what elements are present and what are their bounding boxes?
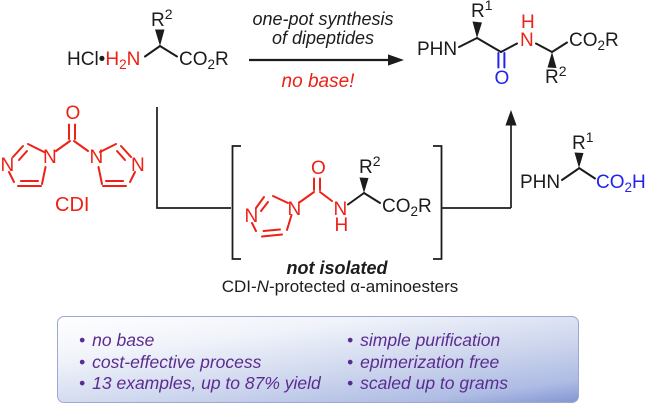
intermediate-black-bonds — [347, 192, 381, 206]
bracket-left — [231, 145, 241, 260]
intermediate-amide-n-label: N — [334, 199, 348, 220]
product-carbonyl-double-bond — [497, 52, 506, 69]
highlight-text: epimerization free — [360, 351, 500, 372]
arrow-caption-line1: one-pot synthesis — [252, 9, 393, 29]
highlight-item: • simple purification — [347, 330, 508, 352]
reaction-arrow: one-pot synthesis of dipeptides no base! — [249, 9, 404, 92]
product-amide-n-label: N — [520, 30, 534, 51]
highlight-item: • scaled up to grams — [347, 373, 508, 395]
product-carbonyl-o-label: O — [495, 68, 510, 89]
reagent-bonds — [561, 167, 596, 181]
highlight-text: cost-effective process — [92, 351, 262, 372]
bullet-glyph: • — [79, 373, 86, 393]
highlights-right-column: • simple purification • epimerization free… — [347, 330, 508, 395]
highlights-left-column: • no base • cost-effective process • 13 exa… — [79, 330, 321, 395]
reagent-phn-label: PHN — [520, 172, 560, 193]
highlight-item: • cost-effective process — [79, 352, 321, 374]
reactant-aminoester-salt: HCl•H2N R2 CO2R — [67, 6, 229, 72]
reactant-bonds — [144, 45, 178, 58]
connector-left — [156, 107, 231, 209]
intermediate-amide-h-label: H — [335, 215, 349, 236]
reagent-r1-label: R1 — [572, 129, 594, 154]
product-r2-label: R2 — [545, 63, 567, 88]
highlight-item: • 13 examples, up to 87% yield — [79, 373, 321, 395]
product-wedge-r1 — [472, 21, 482, 38]
bullet-glyph: • — [347, 351, 354, 372]
cdi-o-label: O — [66, 103, 81, 124]
intermediate-name-caption: CDI-N-protected α-aminoesters — [222, 277, 459, 296]
bracket-right — [433, 145, 443, 260]
cdi-n-inner-right-label: N — [90, 147, 104, 168]
intermediate-ester-label: CO2R — [382, 196, 432, 219]
cdi-n-outer-left-label: N — [1, 155, 15, 176]
bullet-glyph: • — [347, 373, 354, 393]
highlight-item: • no base — [79, 330, 321, 352]
cdi-label: CDI — [55, 194, 89, 216]
highlight-text: scaled up to grams — [360, 373, 508, 393]
arrow-caption-line2: of dipeptides — [272, 28, 374, 48]
no-base-note: no base! — [282, 71, 356, 92]
cdi-bonds — [8, 123, 136, 187]
product-ester-label: CO2R — [569, 30, 619, 53]
reagent-wedge-r1 — [574, 152, 584, 168]
up-arrow-head — [505, 110, 517, 126]
cdi-structure: O N N N N CDI — [1, 103, 145, 216]
reactant-wedge-bond — [155, 29, 165, 46]
intermediate-o-label: O — [311, 158, 326, 179]
bullet-glyph: • — [347, 330, 354, 350]
reactant-ester-label: CO2R — [179, 49, 229, 72]
highlight-item: • epimerization free — [347, 352, 508, 374]
highlight-text: no base — [92, 330, 155, 350]
cdi-n-outer-right-label: N — [131, 155, 145, 176]
product-amide-h-label: H — [521, 12, 535, 33]
bullet-glyph: • — [79, 330, 86, 350]
intermediate-ring-n3-label: N — [245, 206, 259, 227]
product-r1-label: R1 — [471, 0, 493, 22]
product-dipeptide: PHN R1 O H N R2 CO2R — [417, 0, 619, 89]
cdi-n-inner-left-label: N — [43, 147, 57, 168]
intermediate-structure: N N O N H R2 CO2R — [245, 153, 432, 238]
highlight-text: 13 examples, up to 87% yield — [92, 373, 321, 393]
product-phn-label: PHN — [417, 39, 457, 60]
intermediate-brackets — [231, 145, 443, 260]
intermediate-r2-label: R2 — [359, 153, 381, 178]
highlights-box: • no base • cost-effective process • 13 exa… — [57, 316, 579, 403]
reagent-aminoacid: PHN R1 CO2H — [520, 129, 646, 195]
reactant-r2-label: R2 — [151, 6, 173, 31]
highlight-text: simple purification — [360, 330, 501, 350]
arrow-head — [388, 54, 404, 66]
reactant-salt-amine-label: HCl•H2N — [67, 49, 140, 72]
reagent-acid-label: CO2H — [596, 172, 646, 195]
not-isolated-caption: not isolated — [286, 258, 388, 278]
intermediate-ring-n1-label: N — [288, 199, 302, 220]
intermediate-red-bonds — [251, 177, 333, 238]
product-bonds — [458, 37, 568, 53]
intermediate-wedge-r2 — [359, 177, 369, 193]
bullet-glyph: • — [79, 351, 86, 372]
scheme-connectors — [156, 107, 512, 209]
product-wedge-r2 — [547, 52, 557, 68]
